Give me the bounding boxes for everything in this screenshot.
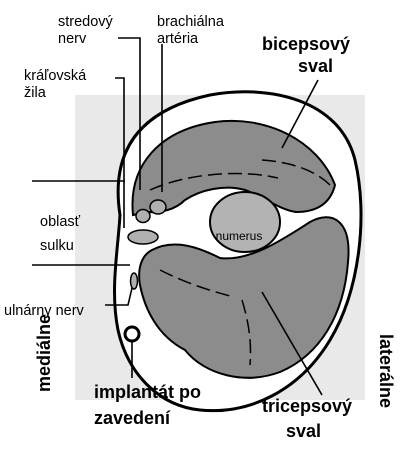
label-lateral: laterálne <box>376 334 396 408</box>
label-brachial-artery: brachiálna artéria <box>157 14 228 47</box>
brachial-artery-shape <box>136 210 150 223</box>
median-nerve-shape <box>150 200 166 214</box>
label-humerus: numerus <box>216 229 263 243</box>
humerus-bone <box>210 192 280 252</box>
label-median-nerve: stredový nerv <box>58 14 117 47</box>
label-triceps: tricepsový sval <box>262 396 357 441</box>
basilic-vein-shape <box>128 230 158 244</box>
label-biceps: bicepsový sval <box>262 34 355 76</box>
label-medial: mediálne <box>34 314 54 392</box>
ulnar-nerve-shape <box>131 273 138 289</box>
implant-ring <box>125 327 139 341</box>
